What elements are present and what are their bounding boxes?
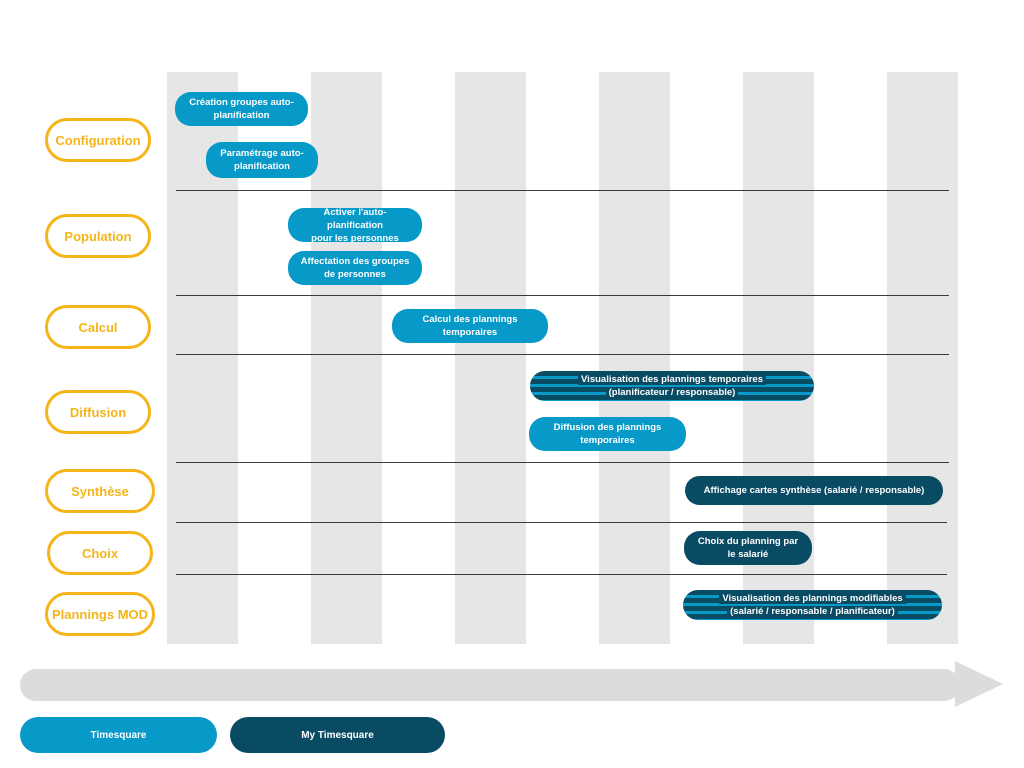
row-separator bbox=[176, 574, 947, 575]
timeline-arrow-head bbox=[955, 661, 1003, 707]
row-separator bbox=[176, 522, 947, 523]
task-creation-groupes: Création groupes auto-planification bbox=[175, 92, 308, 126]
task-visualisation-temporaires: Visualisation des plannings temporaires(… bbox=[530, 371, 814, 401]
task-affichage-cartes: Affichage cartes synthèse (salarié / res… bbox=[685, 476, 943, 505]
task-visualisation-modifiables: Visualisation des plannings modifiables(… bbox=[683, 590, 942, 620]
phase-population: Population bbox=[45, 214, 151, 258]
task-parametrage: Paramétrage auto-planification bbox=[206, 142, 318, 178]
column-stripe bbox=[455, 72, 526, 644]
row-separator bbox=[176, 354, 949, 355]
legend-timesquare: Timesquare bbox=[20, 717, 217, 753]
timeline-arrow-bar bbox=[20, 669, 960, 701]
phase-choix: Choix bbox=[47, 531, 153, 575]
row-separator bbox=[176, 190, 949, 191]
phase-synthese: Synthèse bbox=[45, 469, 155, 513]
column-stripe bbox=[599, 72, 670, 644]
phase-diffusion: Diffusion bbox=[45, 390, 151, 434]
phase-plannings-mod: Plannings MOD bbox=[45, 592, 155, 636]
row-separator bbox=[176, 295, 949, 296]
phase-calcul: Calcul bbox=[45, 305, 151, 349]
column-stripe bbox=[887, 72, 958, 644]
column-stripe bbox=[311, 72, 382, 644]
phase-configuration: Configuration bbox=[45, 118, 151, 162]
legend-my-timesquare: My Timesquare bbox=[230, 717, 445, 753]
row-separator bbox=[176, 462, 949, 463]
